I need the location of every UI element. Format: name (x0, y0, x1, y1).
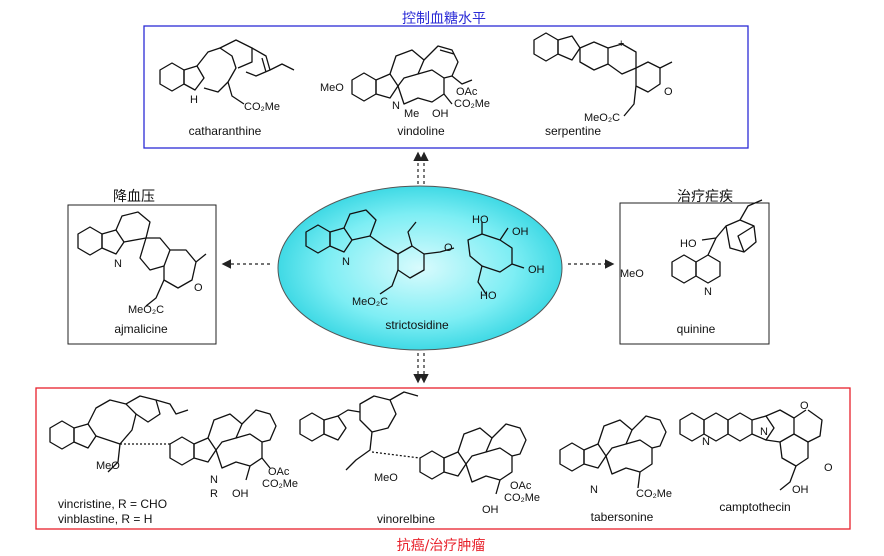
structure-vindoline (351, 45, 473, 105)
compound-strictosidine: strictosidine (385, 318, 449, 332)
box-antihypertensive (67, 204, 217, 345)
group-co2me-vinblastine: CO₂Me (262, 478, 299, 490)
category-anticancer: 抗癌/治疗肿瘤 (396, 538, 486, 554)
category-antihypertensive: 降血压 (113, 189, 155, 205)
atom-n-strictosidine: N (342, 256, 350, 268)
atom-n-vinblastine: N (210, 474, 218, 486)
atom-n-vindoline: N (392, 100, 400, 112)
compound-camptothecin: camptothecin (719, 500, 791, 514)
atom-n-camptothecin-2: N (760, 426, 768, 438)
group-oac-vindoline: OAc (456, 86, 478, 98)
group-ho-quinine: HO (680, 238, 697, 250)
structure-strictosidine (305, 209, 525, 295)
compound-vincristine: vincristine, R = CHO (58, 497, 168, 511)
atom-n-quinine: N (704, 286, 712, 298)
compound-vindoline: vindoline (397, 124, 445, 138)
atom-n-camptothecin: N (702, 436, 710, 448)
arrows (221, 151, 615, 384)
atom-o-camptothecin: O (800, 400, 809, 412)
group-oh-camptothecin: OH (792, 484, 809, 496)
structure-quinine (671, 199, 763, 284)
structure-catharanthine (159, 39, 295, 105)
group-ho-strictosidine-2: HO (480, 290, 497, 302)
group-ho-strictosidine: HO (472, 214, 489, 226)
compound-quinine: quinine (676, 322, 716, 336)
group-oh-vinorelbine: OH (482, 504, 499, 516)
group-meo-vinblastine: MeO (96, 460, 120, 472)
plus-serpentine: + (618, 38, 625, 50)
group-oh-strictosidine-2: OH (528, 264, 545, 276)
compound-serpentine: serpentine (544, 124, 602, 138)
group-co2me-tabersonine: CO₂Me (636, 488, 673, 500)
box-glucose-control (143, 25, 749, 149)
group-co2me-catharanthine: CO₂Me (244, 101, 281, 113)
compound-tabersonine: tabersonine (590, 510, 654, 524)
atom-h-catharanthine: H (190, 94, 198, 106)
structure-serpentine (533, 32, 673, 117)
group-meo2c-ajmalicine: MeO₂C (128, 304, 165, 316)
group-meo2c-serpentine: MeO₂C (584, 112, 621, 124)
compound-vinblastine: vinblastine, R = H (58, 512, 153, 526)
structure-tabersonine (559, 415, 667, 489)
group-meo-quinine: MeO (620, 268, 644, 280)
atom-n-ajmalicine: N (114, 258, 122, 270)
structure-camptothecin (679, 409, 823, 491)
group-me-vindoline: Me (404, 108, 420, 120)
group-co2me-vindoline: CO₂Me (454, 98, 491, 110)
center-ellipse (277, 185, 563, 351)
group-oac-vinorelbine: OAc (510, 480, 532, 492)
compound-catharanthine: catharanthine (188, 124, 262, 138)
group-meo2c-strictosidine: MeO₂C (352, 296, 389, 308)
compound-ajmalicine: ajmalicine (114, 322, 168, 336)
atom-o-serpentine: O (664, 86, 673, 98)
box-anticancer (35, 387, 851, 530)
group-oh-vinblastine: OH (232, 488, 249, 500)
box-antimalarial (619, 202, 770, 345)
atom-o-strictosidine: O (444, 242, 453, 254)
group-oac-vinblastine: OAc (268, 466, 290, 478)
structure-vinorelbine (299, 391, 527, 495)
group-meo-vinorelbine: MeO (374, 472, 398, 484)
compound-vinorelbine: vinorelbine (376, 512, 436, 526)
group-oh-strictosidine-1: OH (512, 226, 529, 238)
group-oh-vindoline: OH (432, 108, 449, 120)
group-r-vinblastine: R (210, 488, 218, 500)
category-glucose-control: 控制血糖水平 (402, 11, 486, 27)
group-meo-vindoline: MeO (320, 82, 344, 94)
category-antimalarial: 治疗疟疾 (677, 189, 733, 205)
structure-vinblastine (49, 395, 277, 481)
group-co2me-vinorelbine: CO₂Me (504, 492, 541, 504)
atom-n-tabersonine: N (590, 484, 598, 496)
structure-ajmalicine (77, 211, 207, 307)
atom-o-camptothecin-2: O (824, 462, 833, 474)
atom-o-ajmalicine: O (194, 282, 203, 294)
